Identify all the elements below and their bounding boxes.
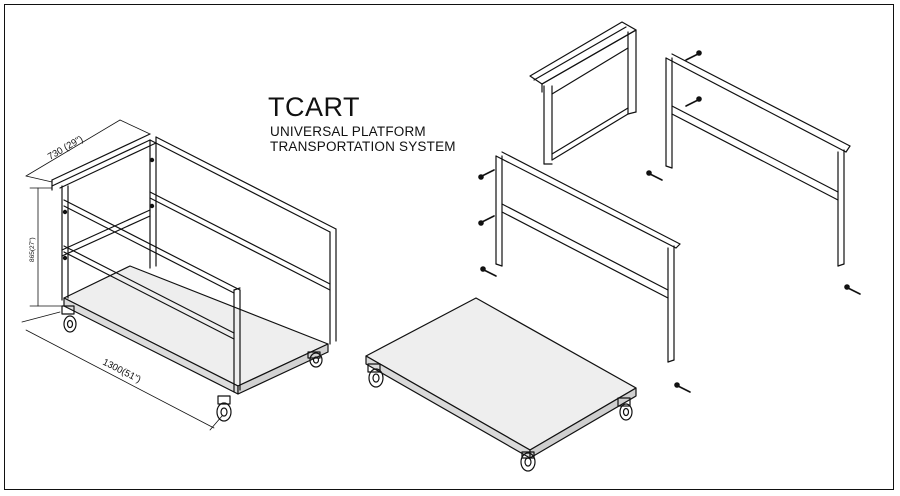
bolt-3: [646, 170, 663, 181]
exploded-front-frame: [495, 151, 681, 363]
bolt-2: [685, 96, 702, 107]
drawing-subtitle-line-2: TRANSPORTATION SYSTEM: [270, 139, 456, 154]
dimension-height: [29, 187, 63, 307]
dimension-length: [21, 311, 223, 431]
assembled-cart-caster-3: [307, 351, 323, 368]
bolt-4: [478, 169, 495, 180]
dimension-height-label: 865(27"): [29, 237, 36, 262]
platform-deck-side-edge: [529, 387, 637, 459]
exploded-end-frame: [529, 21, 637, 165]
exploded-back-frame: [665, 53, 851, 267]
platform-caster-2: [520, 451, 536, 472]
drawing-frame: [4, 4, 894, 490]
dimension-length-label: 1300(51"): [101, 357, 143, 386]
bolt-7: [674, 382, 691, 393]
bolt-1: [685, 50, 702, 61]
assembled-cart-front-frame: [63, 199, 241, 393]
bolt-5: [478, 215, 495, 226]
dimension-depth: [25, 119, 151, 183]
platform-caster-3: [617, 397, 633, 421]
drawing-subtitle-line-1: UNIVERSAL PLATFORM: [270, 124, 426, 139]
assembled-cart-back-frame: [149, 136, 337, 345]
assembled-cart-caster-1: [61, 305, 77, 333]
assembled-cart-caster-2: [216, 395, 232, 422]
platform-caster-1: [367, 363, 384, 388]
drawing-title: TCART: [268, 92, 361, 122]
assembled-cart-end-frame: [51, 133, 157, 301]
bolts: [478, 50, 861, 393]
bolt-6: [480, 266, 497, 277]
assembled-cart: [51, 133, 337, 422]
platform-deck-top: [365, 297, 637, 451]
bolt-8: [844, 284, 861, 295]
dimension-depth-label: 730 (29"): [46, 134, 85, 163]
platform-deck: [365, 297, 637, 472]
assembled-cart-deck-side: [237, 343, 329, 395]
